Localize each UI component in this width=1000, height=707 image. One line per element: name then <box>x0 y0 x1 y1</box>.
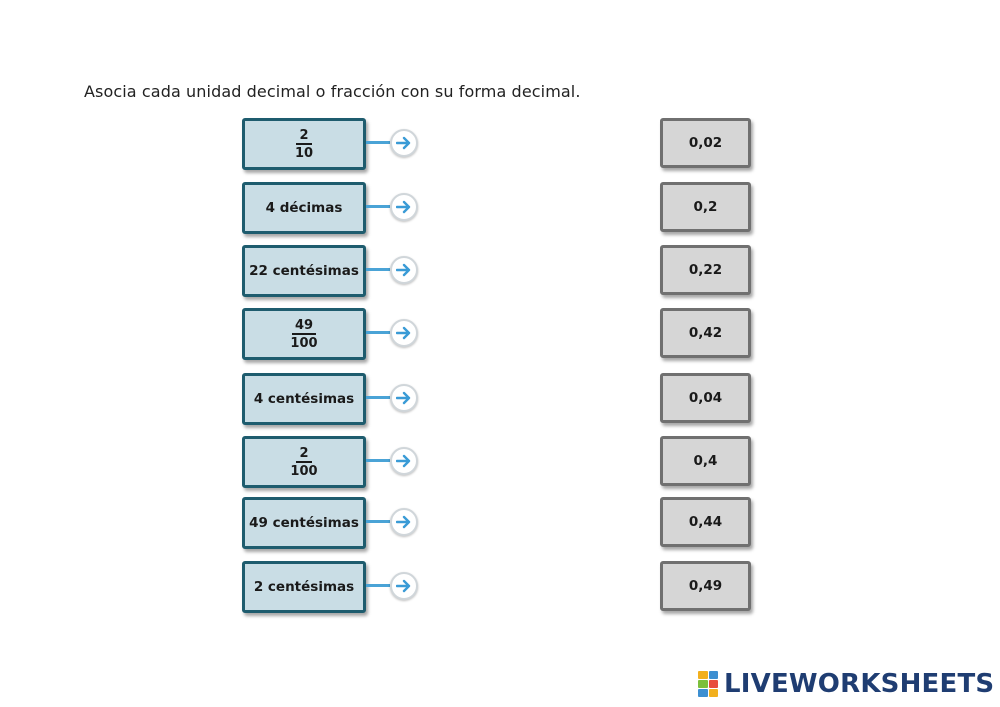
source-box: 4 centésimas <box>242 373 366 425</box>
target-box[interactable]: 0,02 <box>660 118 751 168</box>
source-label: 2 centésimas <box>253 579 355 595</box>
match-row: 4 décimas <box>242 182 432 234</box>
fraction-denominator: 100 <box>290 463 318 479</box>
arrow-right-icon <box>396 136 411 150</box>
arrow-right-icon <box>396 263 411 277</box>
fraction: 2 10 <box>292 129 316 160</box>
fraction-numerator: 2 <box>296 129 312 145</box>
connector-line <box>366 268 390 271</box>
arrow-right-icon <box>396 515 411 529</box>
connect-handle[interactable] <box>390 508 418 536</box>
brand: LIVEWORKSHEETS <box>698 671 994 697</box>
connector-line <box>366 520 390 523</box>
source-box: 4 décimas <box>242 182 366 234</box>
target-box[interactable]: 0,2 <box>660 182 751 232</box>
source-box: 49 centésimas <box>242 497 366 549</box>
connect-handle[interactable] <box>390 193 418 221</box>
target-box[interactable]: 0,22 <box>660 245 751 295</box>
connect-handle[interactable] <box>390 256 418 284</box>
connector-line <box>366 396 390 399</box>
source-box: 2 10 <box>242 118 366 170</box>
source-label: 22 centésimas <box>249 263 359 279</box>
fraction-numerator: 49 <box>291 319 317 335</box>
arrow-right-icon <box>396 326 411 340</box>
target-box[interactable]: 0,4 <box>660 436 751 486</box>
fraction-numerator: 2 <box>296 447 312 463</box>
match-row: 2 10 <box>242 118 432 170</box>
source-box: 49 100 <box>242 308 366 360</box>
arrow-right-icon <box>396 391 411 405</box>
liveworksheets-logo-icon <box>698 671 718 697</box>
brand-name: LIVEWORKSHEETS <box>724 669 995 699</box>
source-box: 2 100 <box>242 436 366 488</box>
match-row: 49 centésimas <box>242 497 432 549</box>
connect-handle[interactable] <box>390 319 418 347</box>
match-row: 2 100 <box>242 436 432 488</box>
connect-handle[interactable] <box>390 572 418 600</box>
fraction-denominator: 10 <box>294 145 314 161</box>
fraction-denominator: 100 <box>290 335 318 351</box>
instruction-text: Asocia cada unidad decimal o fracción co… <box>84 82 581 101</box>
connector-line <box>366 459 390 462</box>
match-row: 4 centésimas <box>242 373 432 425</box>
source-label: 4 centésimas <box>253 391 355 407</box>
source-label: 4 décimas <box>265 200 343 216</box>
connector-line <box>366 141 390 144</box>
match-row: 49 100 <box>242 308 432 360</box>
arrow-right-icon <box>396 200 411 214</box>
arrow-right-icon <box>396 579 411 593</box>
target-box[interactable]: 0,42 <box>660 308 751 358</box>
connector-line <box>366 205 390 208</box>
connect-handle[interactable] <box>390 129 418 157</box>
connector-line <box>366 584 390 587</box>
target-box[interactable]: 0,49 <box>660 561 751 611</box>
source-box: 2 centésimas <box>242 561 366 613</box>
target-box[interactable]: 0,04 <box>660 373 751 423</box>
match-row: 22 centésimas <box>242 245 432 297</box>
match-row: 2 centésimas <box>242 561 432 613</box>
fraction: 49 100 <box>287 319 320 350</box>
connect-handle[interactable] <box>390 384 418 412</box>
connect-handle[interactable] <box>390 447 418 475</box>
arrow-right-icon <box>396 454 411 468</box>
source-box: 22 centésimas <box>242 245 366 297</box>
fraction: 2 100 <box>287 447 320 478</box>
target-box[interactable]: 0,44 <box>660 497 751 547</box>
source-label: 49 centésimas <box>249 515 359 531</box>
connector-line <box>366 331 390 334</box>
